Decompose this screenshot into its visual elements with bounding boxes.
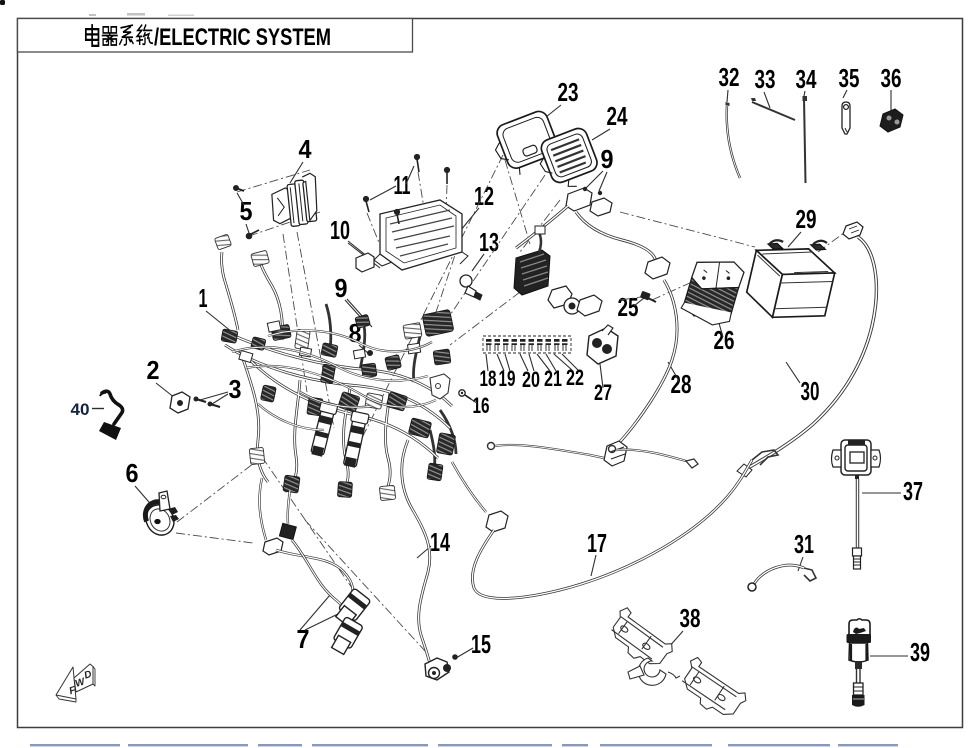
svg-text:39: 39 [910, 637, 930, 667]
svg-text:/ELECTRIC SYSTEM: /ELECTRIC SYSTEM [154, 24, 331, 51]
svg-text:3: 3 [229, 374, 242, 404]
svg-text:36: 36 [881, 63, 902, 93]
svg-text:10: 10 [330, 215, 350, 245]
svg-text:15: 15 [471, 629, 491, 659]
svg-text:13: 13 [479, 227, 499, 257]
svg-text:7: 7 [297, 624, 310, 654]
svg-text:21: 21 [544, 366, 562, 391]
svg-text:29: 29 [796, 204, 817, 234]
svg-text:34: 34 [796, 64, 817, 94]
svg-text:11: 11 [394, 170, 411, 200]
svg-text:18: 18 [480, 366, 497, 391]
svg-text:16: 16 [473, 393, 490, 418]
svg-text:25: 25 [618, 292, 639, 322]
svg-text:28: 28 [671, 369, 692, 399]
svg-text:31: 31 [794, 529, 814, 559]
svg-text:2: 2 [147, 355, 160, 385]
svg-text:23: 23 [558, 77, 579, 107]
svg-text:D: D [83, 669, 93, 682]
svg-text:32: 32 [719, 62, 740, 92]
svg-text:33: 33 [755, 64, 776, 94]
svg-text:40: 40 [71, 400, 90, 419]
svg-text:26: 26 [714, 325, 735, 355]
svg-text:9: 9 [335, 273, 348, 303]
svg-text:F: F [68, 685, 78, 698]
svg-text:24: 24 [607, 101, 628, 131]
svg-text:14: 14 [430, 527, 450, 557]
svg-text:30: 30 [801, 376, 820, 406]
svg-text:22: 22 [566, 365, 584, 390]
svg-text:19: 19 [499, 366, 516, 391]
svg-text:9: 9 [601, 144, 614, 174]
svg-text:4: 4 [299, 134, 312, 164]
svg-text:20: 20 [522, 367, 540, 392]
svg-text:38: 38 [680, 603, 701, 633]
svg-text:27: 27 [594, 380, 612, 405]
svg-text:17: 17 [587, 528, 607, 558]
svg-text:6: 6 [126, 458, 139, 488]
svg-text:37: 37 [903, 476, 923, 506]
svg-text:1: 1 [199, 283, 208, 313]
svg-text:35: 35 [839, 63, 860, 93]
